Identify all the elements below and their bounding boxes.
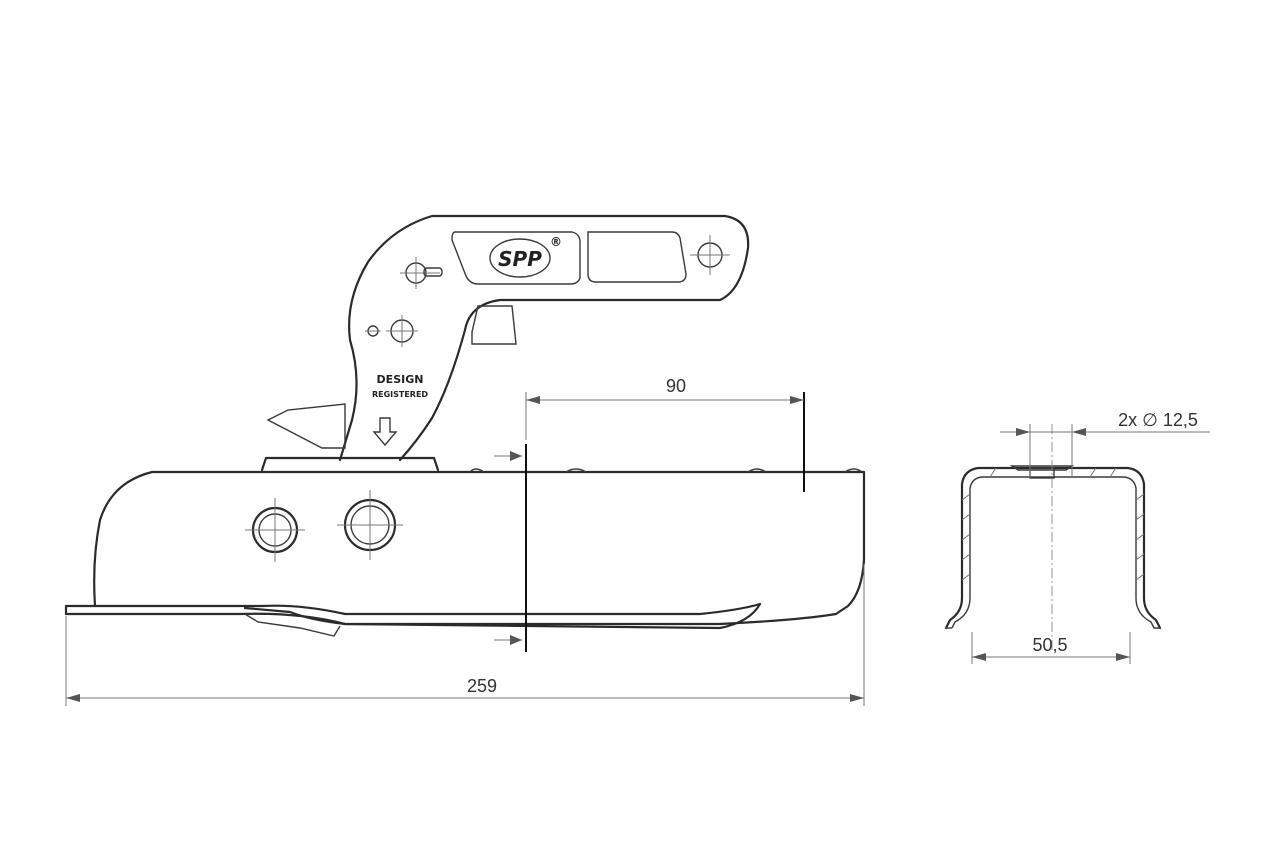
logo-plate	[451, 231, 581, 285]
profile-inner	[951, 476, 1160, 629]
brand-logo	[489, 238, 551, 278]
registered-mark: ®	[550, 235, 562, 249]
lower-bracket	[244, 613, 341, 637]
dimension-50-5: 50,5	[1032, 635, 1067, 655]
brand-logo-text: SPP	[498, 247, 542, 271]
safety-lever	[266, 403, 346, 449]
handle-window	[587, 231, 687, 283]
lever-handle	[338, 214, 750, 462]
registered-marking: REGISTERED	[372, 390, 428, 399]
profile-outer	[944, 466, 1162, 630]
dimension-259: 259	[467, 676, 497, 696]
coupling-body	[93, 470, 866, 626]
side-bolt-rear	[337, 490, 403, 560]
side-bolt-front	[245, 498, 305, 562]
mount-plate	[260, 456, 440, 472]
dimension-hole-diameter: 2x ∅ 12,5	[1118, 410, 1198, 430]
direction-arrow-icon	[372, 417, 398, 447]
profile-section-view: 2x ∅ 12,5 50,5	[944, 410, 1210, 664]
coupling-side-view: SPP ® DESIGN REGISTERED	[64, 214, 866, 706]
base-plate	[64, 602, 762, 630]
dimension-90: 90	[666, 376, 686, 396]
catch-tab	[471, 305, 517, 345]
design-marking: DESIGN	[377, 373, 424, 386]
